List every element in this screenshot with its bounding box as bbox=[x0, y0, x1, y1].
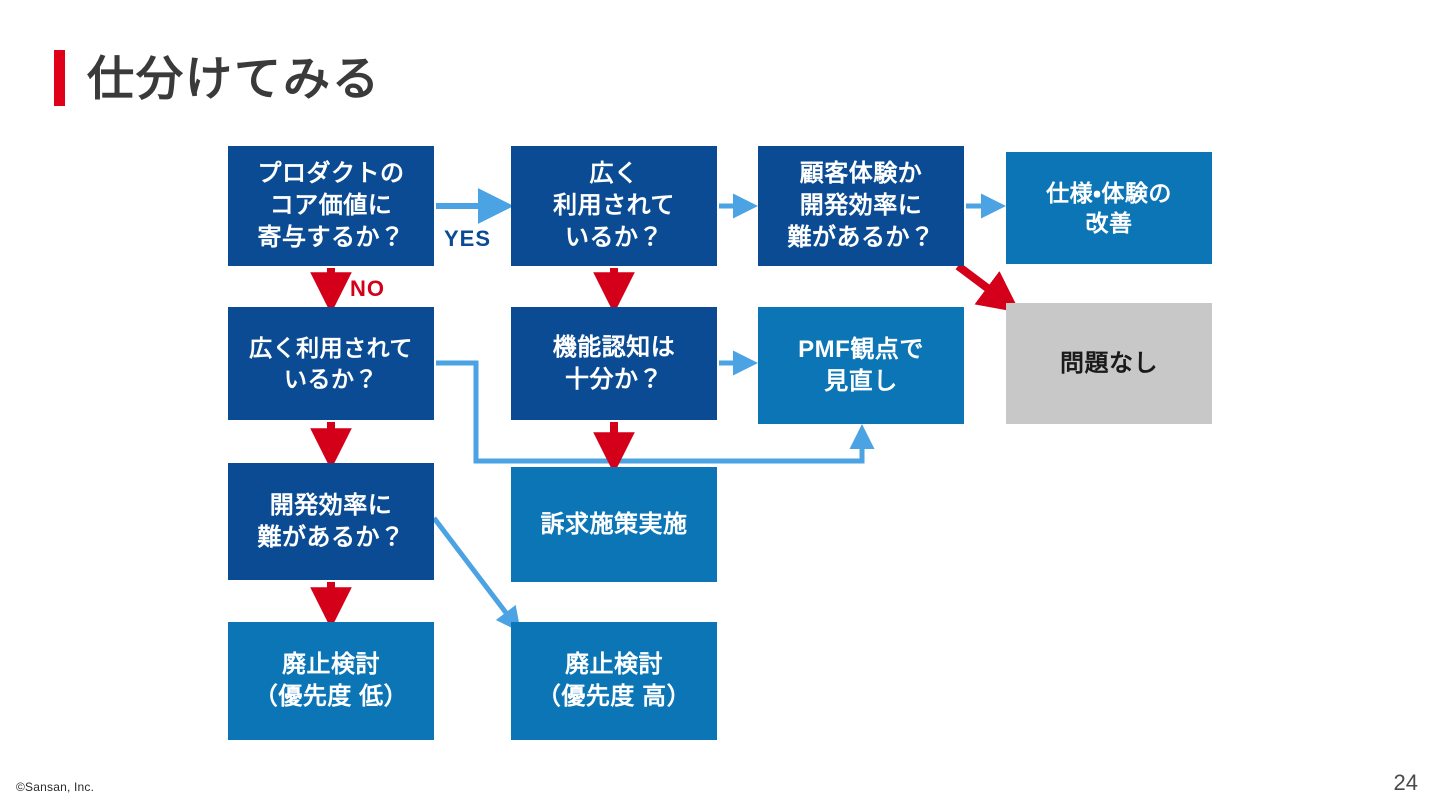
flow-yes-label: YES bbox=[444, 226, 492, 251]
flow-node-improve-spec-cx[interactable]: 仕様・体験の 改善 bbox=[1006, 152, 1212, 264]
flow-node-dev-efficiency[interactable]: 開発効率に 難があるか？ bbox=[228, 463, 434, 580]
flow-node-cx-or-dev[interactable]: 顧客体験か 開発効率に 難があるか？ bbox=[758, 146, 964, 266]
flow-node-sunset-high[interactable]: 廃止検討 （優先度 高） bbox=[511, 622, 717, 740]
edge-cxordev-to-noproblem bbox=[955, 262, 1021, 313]
footer-page-number: 24 bbox=[1393, 770, 1418, 795]
flow-node-promotion[interactable]: 訴求施策実施 bbox=[511, 467, 717, 582]
flow-node-widely-used-2[interactable]: 広く利用されて いるか？ bbox=[228, 307, 434, 420]
flow-node-core-value[interactable]: プロダクトの コア価値に 寄与するか？ bbox=[228, 146, 434, 266]
page-title-row: 仕分けてみる bbox=[54, 48, 381, 108]
flow-node-pmf-review[interactable]: PMF観点で 見直し bbox=[758, 307, 964, 424]
flow-node-no-problem[interactable]: 問題なし bbox=[1006, 303, 1212, 424]
flow-node-feature-awareness[interactable]: 機能認知は 十分か？ bbox=[511, 307, 717, 420]
edge-devefficiency-to-sunsethigh bbox=[432, 516, 521, 633]
page-title: 仕分けてみる bbox=[87, 51, 381, 105]
flow-no-label: NO bbox=[350, 276, 385, 301]
flow-node-sunset-low[interactable]: 廃止検討 （優先度 低） bbox=[228, 622, 434, 740]
flow-node-widely-used-1[interactable]: 広く 利用されて いるか？ bbox=[511, 146, 717, 266]
title-accent-bar bbox=[54, 50, 65, 106]
footer-copyright: ©Sansan, Inc. bbox=[16, 780, 95, 794]
